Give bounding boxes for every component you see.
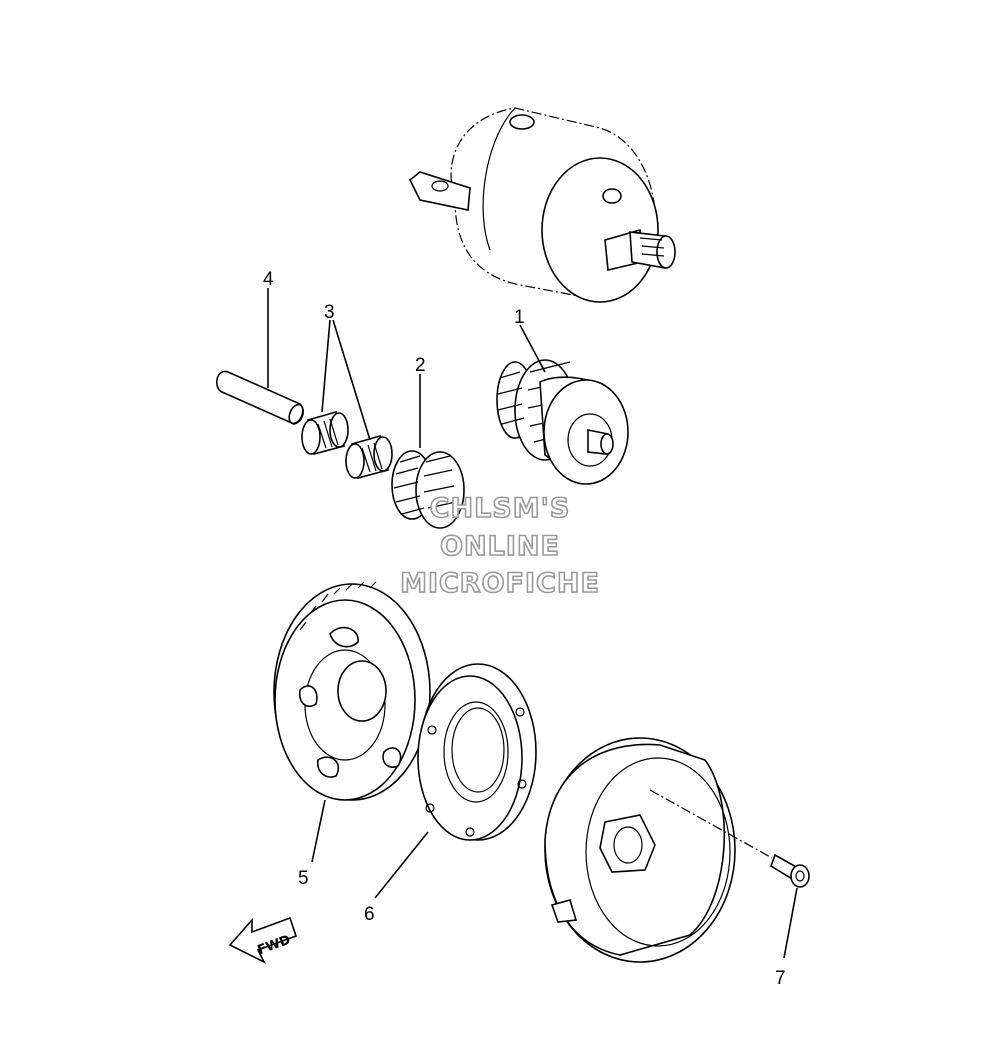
part-5-clutch-gear (273, 581, 431, 801)
leader-lines (267, 288, 798, 959)
fwd-arrow: FWD (228, 916, 298, 964)
watermark: CHLSM'S ONLINE MICROFICHE (399, 492, 600, 600)
starter-motor (408, 107, 676, 303)
callout-2: 2 (415, 355, 426, 376)
watermark-line-1: CHLSM'S (430, 493, 571, 524)
callout-5: 5 (298, 868, 309, 889)
callout-3: 3 (324, 302, 335, 323)
part-7-bolt (770, 853, 810, 888)
callout-6: 6 (364, 904, 375, 925)
part-1-starter-gear (496, 359, 629, 485)
part-2-idler-gear (391, 450, 465, 529)
rotor (544, 737, 736, 963)
callout-7: 7 (775, 968, 786, 989)
part-6-one-way-clutch (417, 663, 537, 841)
callout-1: 1 (514, 307, 525, 328)
part-3-bearings (301, 411, 393, 479)
callout-4: 4 (263, 269, 274, 290)
watermark-line-3: MICROFICHE (400, 568, 600, 599)
part-4-shaft (215, 370, 304, 425)
watermark-line-2: ONLINE (440, 531, 560, 562)
